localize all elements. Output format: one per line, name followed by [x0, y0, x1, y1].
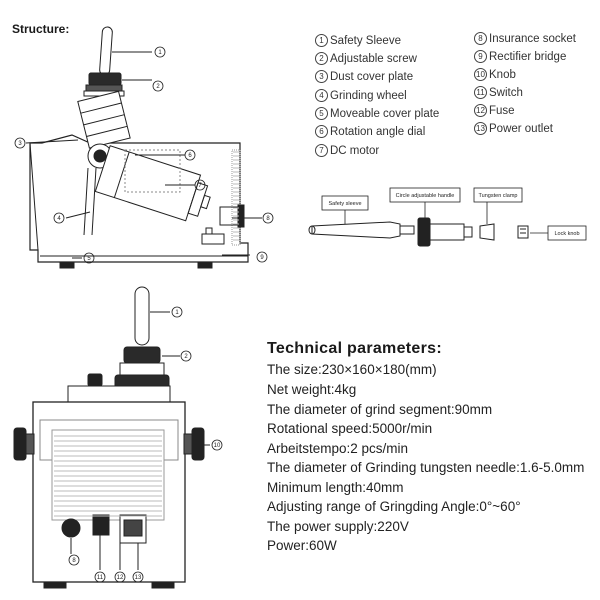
- callout-bottom-13: 13: [135, 575, 142, 581]
- callout-bottom-11: 11: [97, 575, 104, 581]
- callout-top-3: 3: [18, 141, 22, 147]
- callout-top-4: 4: [57, 216, 61, 222]
- param-min-length: Minimum length:40mm: [267, 480, 404, 495]
- label-lock-knob: Lock knob: [554, 231, 579, 237]
- param-weight: Net weight:4kg: [267, 382, 357, 397]
- callout-top-8: 8: [266, 216, 270, 222]
- param-speed: Rotational speed:5000r/min: [267, 421, 433, 436]
- structure-heading: Structure:: [12, 22, 70, 36]
- param-needle-diameter: The diameter of Grinding tungsten needle…: [267, 460, 585, 475]
- param-arbeitstempo: Arbeitstempo:2 pcs/min: [267, 441, 409, 456]
- callout-bottom-10: 10: [214, 443, 221, 449]
- tech-params-title: Technical parameters:: [267, 340, 442, 357]
- front-view-diagram: [13, 286, 210, 589]
- callout-bottom-1: 1: [175, 310, 179, 316]
- callout-top-7: 7: [198, 183, 202, 189]
- callout-bottom-2: 2: [184, 354, 188, 360]
- label-tungsten-clamp: Tungsten clamp: [479, 193, 518, 199]
- callout-bottom-8: 8: [72, 558, 76, 564]
- label-safety-sleeve: Safety sleeve: [328, 201, 361, 207]
- callout-top-6: 6: [188, 153, 192, 159]
- callout-top-9: 9: [260, 255, 264, 261]
- param-power-supply: The power supply:220V: [267, 519, 409, 534]
- param-grind-diameter: The diameter of grind segment:90mm: [267, 402, 493, 417]
- param-power: Power:60W: [267, 538, 337, 553]
- param-size: The size:230×160×180(mm): [267, 362, 437, 377]
- param-angle-range: Adjusting range of Gringding Angle:0°~60…: [267, 499, 521, 514]
- callout-top-1: 1: [158, 50, 162, 56]
- callout-top-2: 2: [156, 84, 160, 90]
- callout-top-5: 5: [87, 256, 91, 262]
- side-view-diagram: [25, 26, 262, 269]
- parts-exploded-view: [308, 187, 587, 247]
- label-circle-handle: Circle adjustable handle: [396, 193, 455, 199]
- callout-bottom-12: 12: [117, 575, 124, 581]
